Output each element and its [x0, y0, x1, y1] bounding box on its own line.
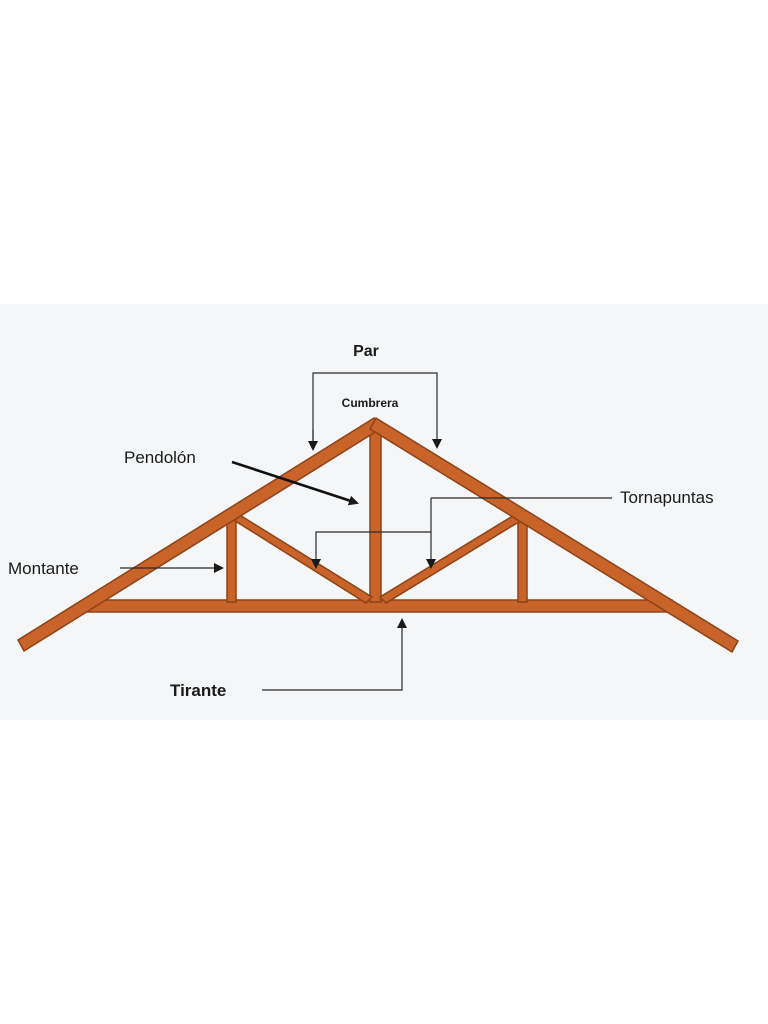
par-callout: [308, 372, 442, 451]
king-post: [369, 423, 382, 603]
label-par: Par: [353, 343, 379, 360]
right-post: [517, 519, 528, 603]
label-pendolon: Pendolón: [124, 448, 196, 467]
label-cumbrera: Cumbrera: [342, 396, 399, 410]
left-post: [226, 519, 237, 603]
par-leader-line: [312, 372, 442, 449]
tirante-arrow: [262, 618, 407, 691]
pendolon-arrow: [231, 460, 359, 506]
label-montante: Montante: [8, 559, 79, 578]
right-strut: [378, 513, 524, 604]
label-tornapuntas: Tornapuntas: [620, 488, 714, 507]
left-rafter: [17, 416, 381, 653]
left-strut: [230, 513, 374, 604]
truss: [17, 416, 739, 654]
tornapuntas-left-leader: [311, 531, 431, 569]
label-tirante: Tirante: [170, 681, 226, 700]
tornapuntas-callout: [311, 497, 612, 569]
right-rafter: [369, 416, 739, 654]
